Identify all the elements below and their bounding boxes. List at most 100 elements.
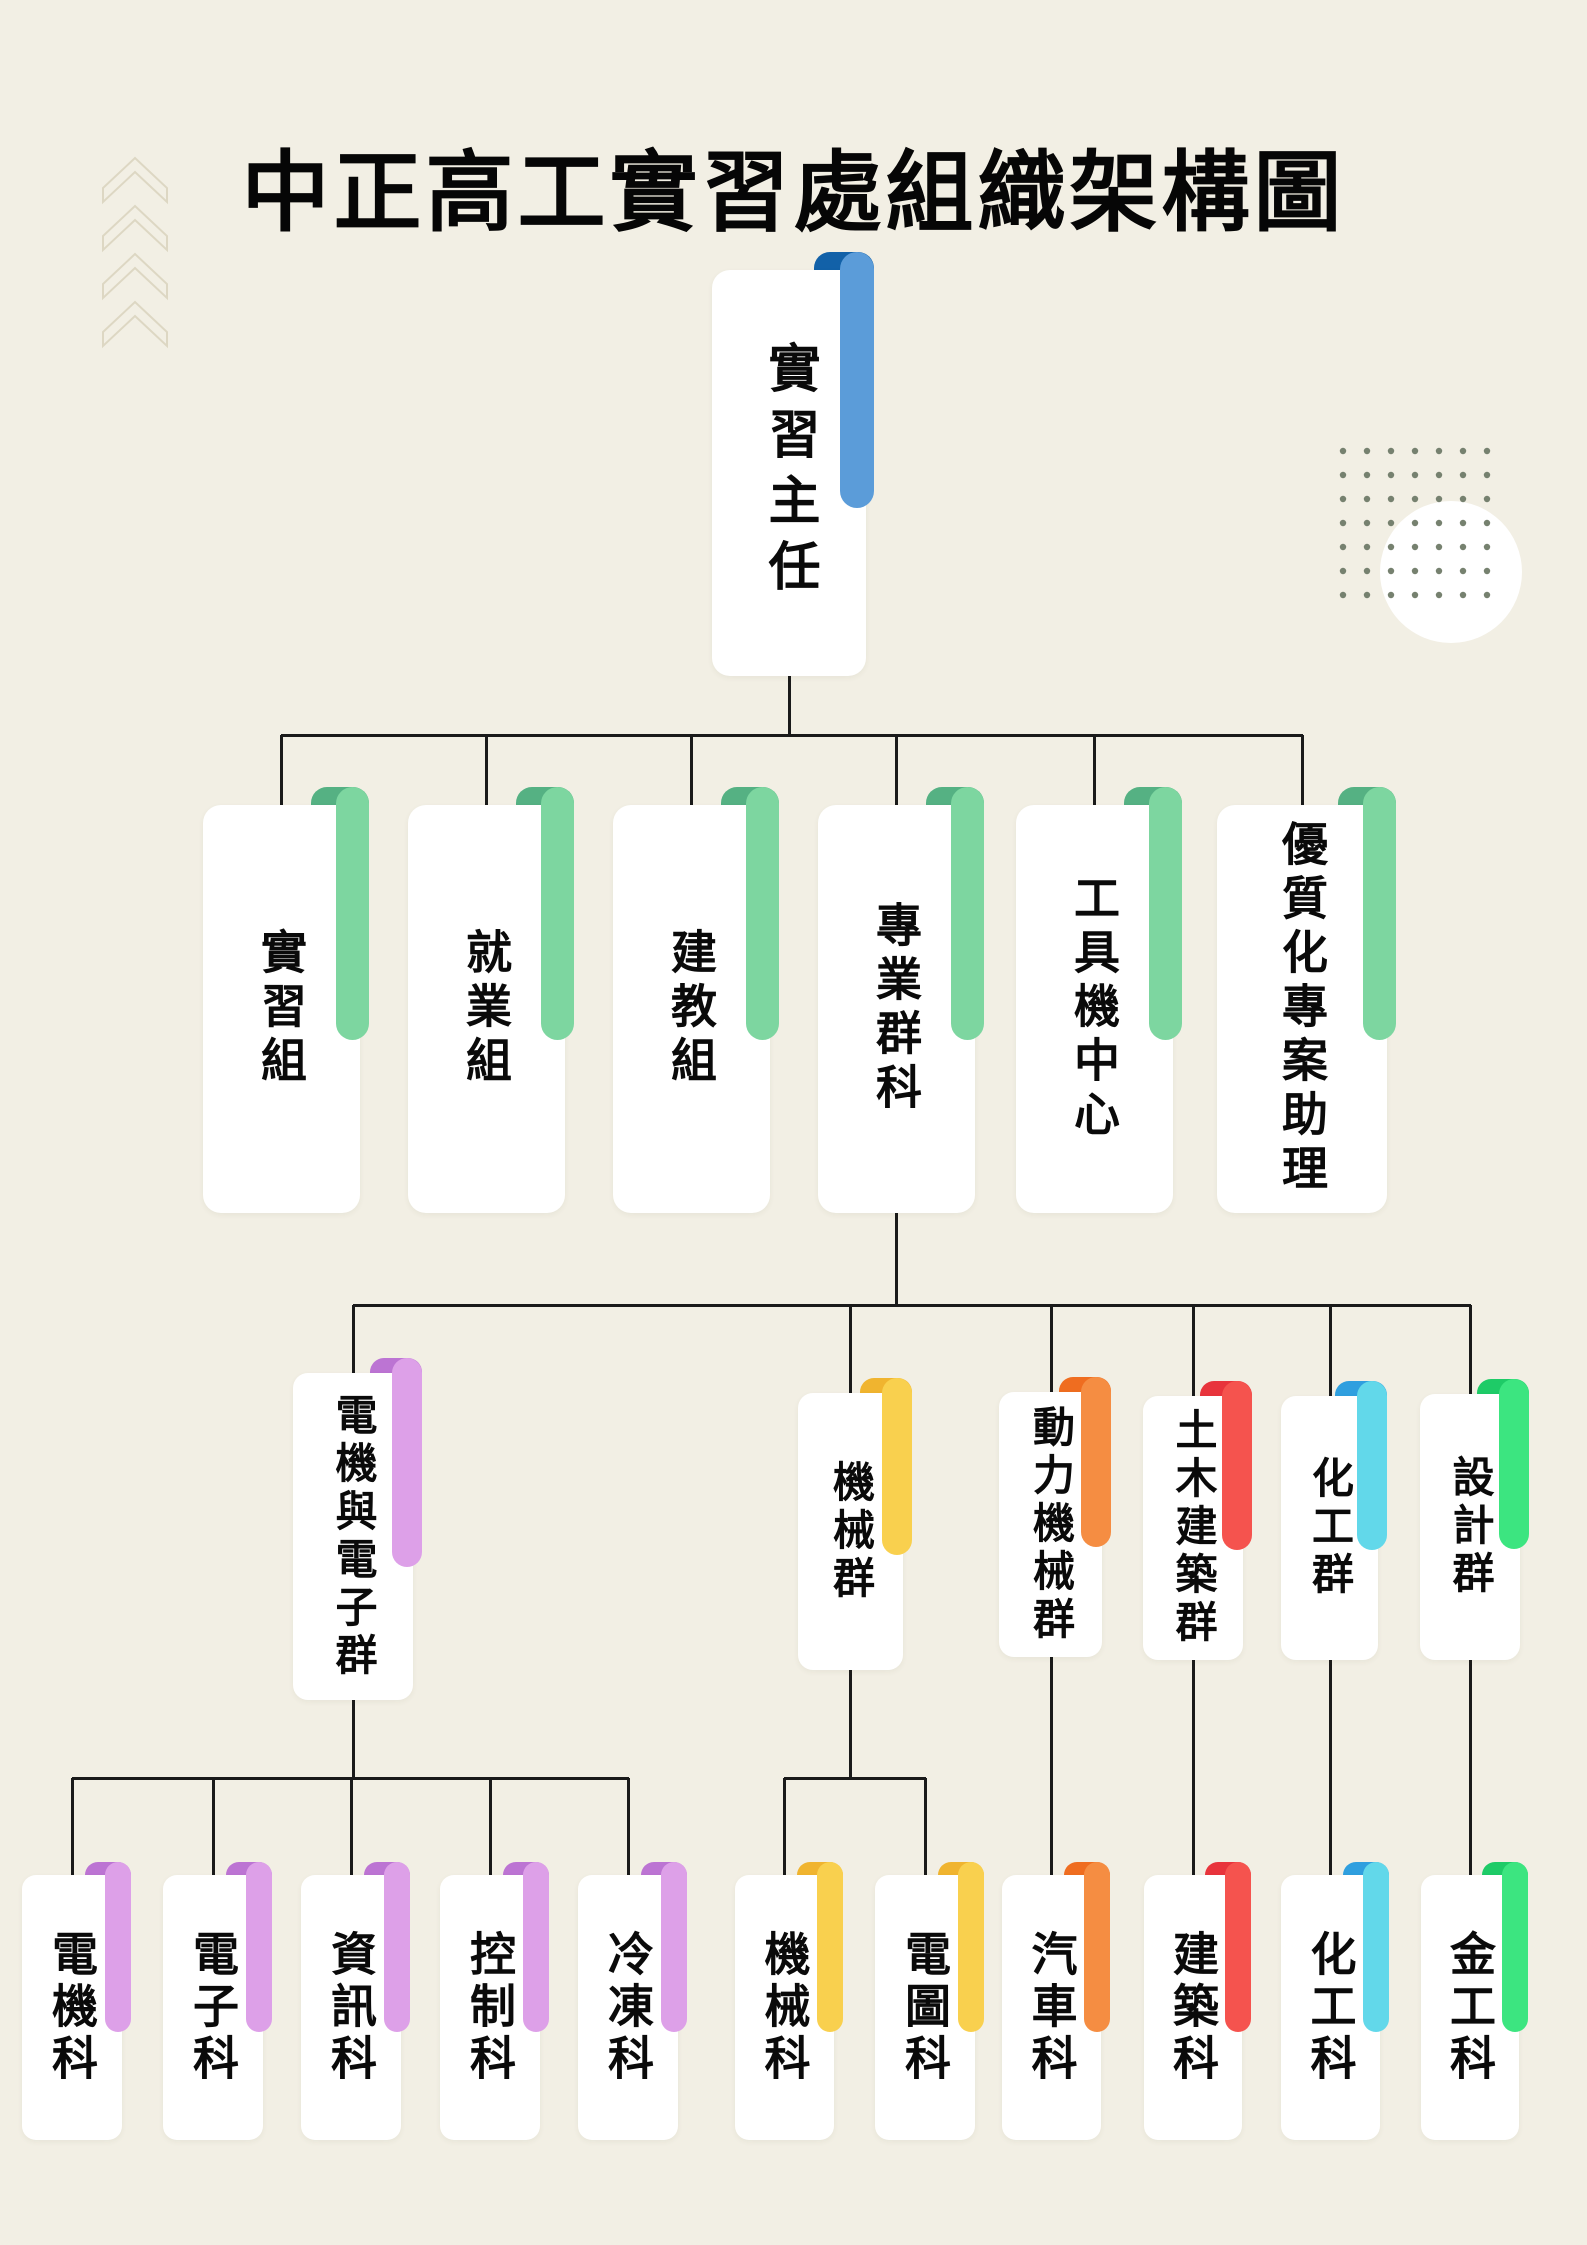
connector bbox=[1300, 735, 1304, 805]
org-node-dept-2: 電子科 bbox=[163, 1862, 272, 2140]
org-node-label: 金工科 bbox=[1444, 1929, 1496, 2086]
node-card bbox=[202, 805, 360, 1213]
org-node-label: 機械群 bbox=[827, 1459, 875, 1604]
node-card bbox=[612, 805, 770, 1213]
accent-front bbox=[958, 1862, 984, 2032]
accent-front bbox=[384, 1862, 410, 2032]
org-node-label: 建教組 bbox=[665, 928, 717, 1090]
accent-front bbox=[105, 1862, 131, 2032]
accent-front bbox=[840, 252, 874, 508]
accent-front bbox=[1081, 1377, 1111, 1547]
org-node-group-1: 電機與電子群 bbox=[293, 1358, 422, 1700]
org-node-dept-9: 建築科 bbox=[1144, 1862, 1251, 2140]
connector bbox=[70, 1778, 74, 1875]
connector bbox=[279, 735, 283, 805]
dot-grid-decoration bbox=[1339, 447, 1522, 643]
org-node-division-6: 優質化專案助理 bbox=[1217, 787, 1396, 1213]
org-node-label: 電圖科 bbox=[899, 1929, 951, 2086]
org-node-dept-5: 冷凍科 bbox=[578, 1862, 687, 2140]
org-node-dept-7: 電圖科 bbox=[875, 1862, 984, 2140]
connector bbox=[351, 1305, 355, 1373]
connector bbox=[1468, 1660, 1472, 1875]
accent-front bbox=[1363, 1862, 1389, 2032]
connector bbox=[281, 733, 1303, 737]
org-node-label: 土木建築群 bbox=[1170, 1408, 1217, 1648]
accent-front bbox=[661, 1862, 687, 2032]
accent-front bbox=[882, 1378, 912, 1556]
org-node-label: 機械科 bbox=[758, 1929, 811, 2086]
org-node-label: 冷凍科 bbox=[602, 1929, 654, 2086]
connector bbox=[849, 1305, 852, 1393]
org-node-label: 實習組 bbox=[255, 928, 307, 1090]
org-node-label: 專業群科 bbox=[870, 901, 922, 1117]
accent-front bbox=[950, 787, 984, 1040]
chevron-decoration bbox=[102, 156, 168, 349]
connector bbox=[783, 1778, 786, 1875]
connector bbox=[353, 1303, 1471, 1307]
connector bbox=[1092, 735, 1096, 805]
accent-front bbox=[392, 1358, 422, 1568]
accent-front bbox=[1225, 1862, 1251, 2032]
connector bbox=[484, 735, 488, 805]
accent-front bbox=[1084, 1862, 1110, 2032]
connector bbox=[1328, 1660, 1332, 1875]
connector bbox=[784, 1776, 926, 1780]
connector bbox=[787, 676, 791, 737]
org-node-label: 工具機中心 bbox=[1068, 874, 1120, 1144]
org-node-dept-11: 金工科 bbox=[1421, 1862, 1528, 2140]
accent-front bbox=[1499, 1379, 1529, 1550]
org-node-label: 控制科 bbox=[464, 1929, 516, 2086]
org-node-label: 化工科 bbox=[1304, 1929, 1357, 2086]
accent-front bbox=[1222, 1381, 1252, 1550]
connector bbox=[689, 735, 693, 805]
page-title: 中正高工實習處組織架構圖 bbox=[241, 143, 1346, 242]
org-node-dept-10: 化工科 bbox=[1281, 1862, 1389, 2140]
org-node-label: 資訊科 bbox=[325, 1929, 377, 2086]
org-node-label: 化工群 bbox=[1306, 1456, 1354, 1600]
org-node-label: 電子科 bbox=[187, 1929, 239, 2086]
org-node-dept-6: 機械科 bbox=[735, 1862, 843, 2140]
connector bbox=[1328, 1305, 1332, 1396]
accent-front bbox=[246, 1862, 272, 2032]
org-node-group-6: 設計群 bbox=[1420, 1379, 1529, 1660]
org-node-label: 電機與電子群 bbox=[330, 1392, 377, 1681]
connector bbox=[1049, 1305, 1053, 1392]
accent-front bbox=[335, 787, 369, 1040]
org-node-label: 就業組 bbox=[460, 928, 512, 1090]
accent-front bbox=[523, 1862, 549, 2032]
connector bbox=[1049, 1657, 1053, 1875]
org-node-division-4: 專業群科 bbox=[817, 787, 984, 1213]
connector bbox=[626, 1778, 630, 1875]
org-node-division-2: 就業組 bbox=[407, 787, 574, 1213]
org-node-division-3: 建教組 bbox=[612, 787, 779, 1213]
accent-front bbox=[1502, 1862, 1528, 2032]
connector bbox=[351, 1700, 355, 1779]
org-node-label: 實習主任 bbox=[760, 341, 818, 605]
org-node-label: 設計群 bbox=[1447, 1455, 1494, 1599]
connector bbox=[211, 1778, 215, 1875]
org-node-division-1: 實習組 bbox=[202, 787, 369, 1213]
connector bbox=[1191, 1305, 1195, 1396]
connector bbox=[1468, 1305, 1472, 1395]
org-node-label: 建築科 bbox=[1167, 1929, 1219, 2086]
org-node-dept-1: 電機科 bbox=[22, 1862, 131, 2140]
node-card bbox=[1217, 805, 1387, 1213]
org-node-label: 電機科 bbox=[46, 1929, 98, 2086]
accent-front bbox=[745, 787, 779, 1040]
node-card bbox=[817, 805, 975, 1213]
org-node-director: 實習主任 bbox=[712, 252, 874, 676]
org-node-dept-8: 汽車科 bbox=[1002, 1862, 1110, 2140]
accent-front bbox=[540, 787, 574, 1040]
org-node-group-4: 土木建築群 bbox=[1143, 1381, 1252, 1660]
connector bbox=[894, 735, 898, 805]
node-card bbox=[407, 805, 565, 1213]
accent-front bbox=[817, 1862, 843, 2032]
org-node-group-5: 化工群 bbox=[1281, 1381, 1387, 1660]
org-node-division-5: 工具機中心 bbox=[1015, 787, 1182, 1213]
connector bbox=[488, 1778, 492, 1875]
node-card bbox=[1015, 805, 1173, 1213]
org-node-label: 動力機械群 bbox=[1027, 1404, 1075, 1645]
org-node-dept-3: 資訊科 bbox=[301, 1862, 410, 2140]
org-node-dept-4: 控制科 bbox=[440, 1862, 549, 2140]
